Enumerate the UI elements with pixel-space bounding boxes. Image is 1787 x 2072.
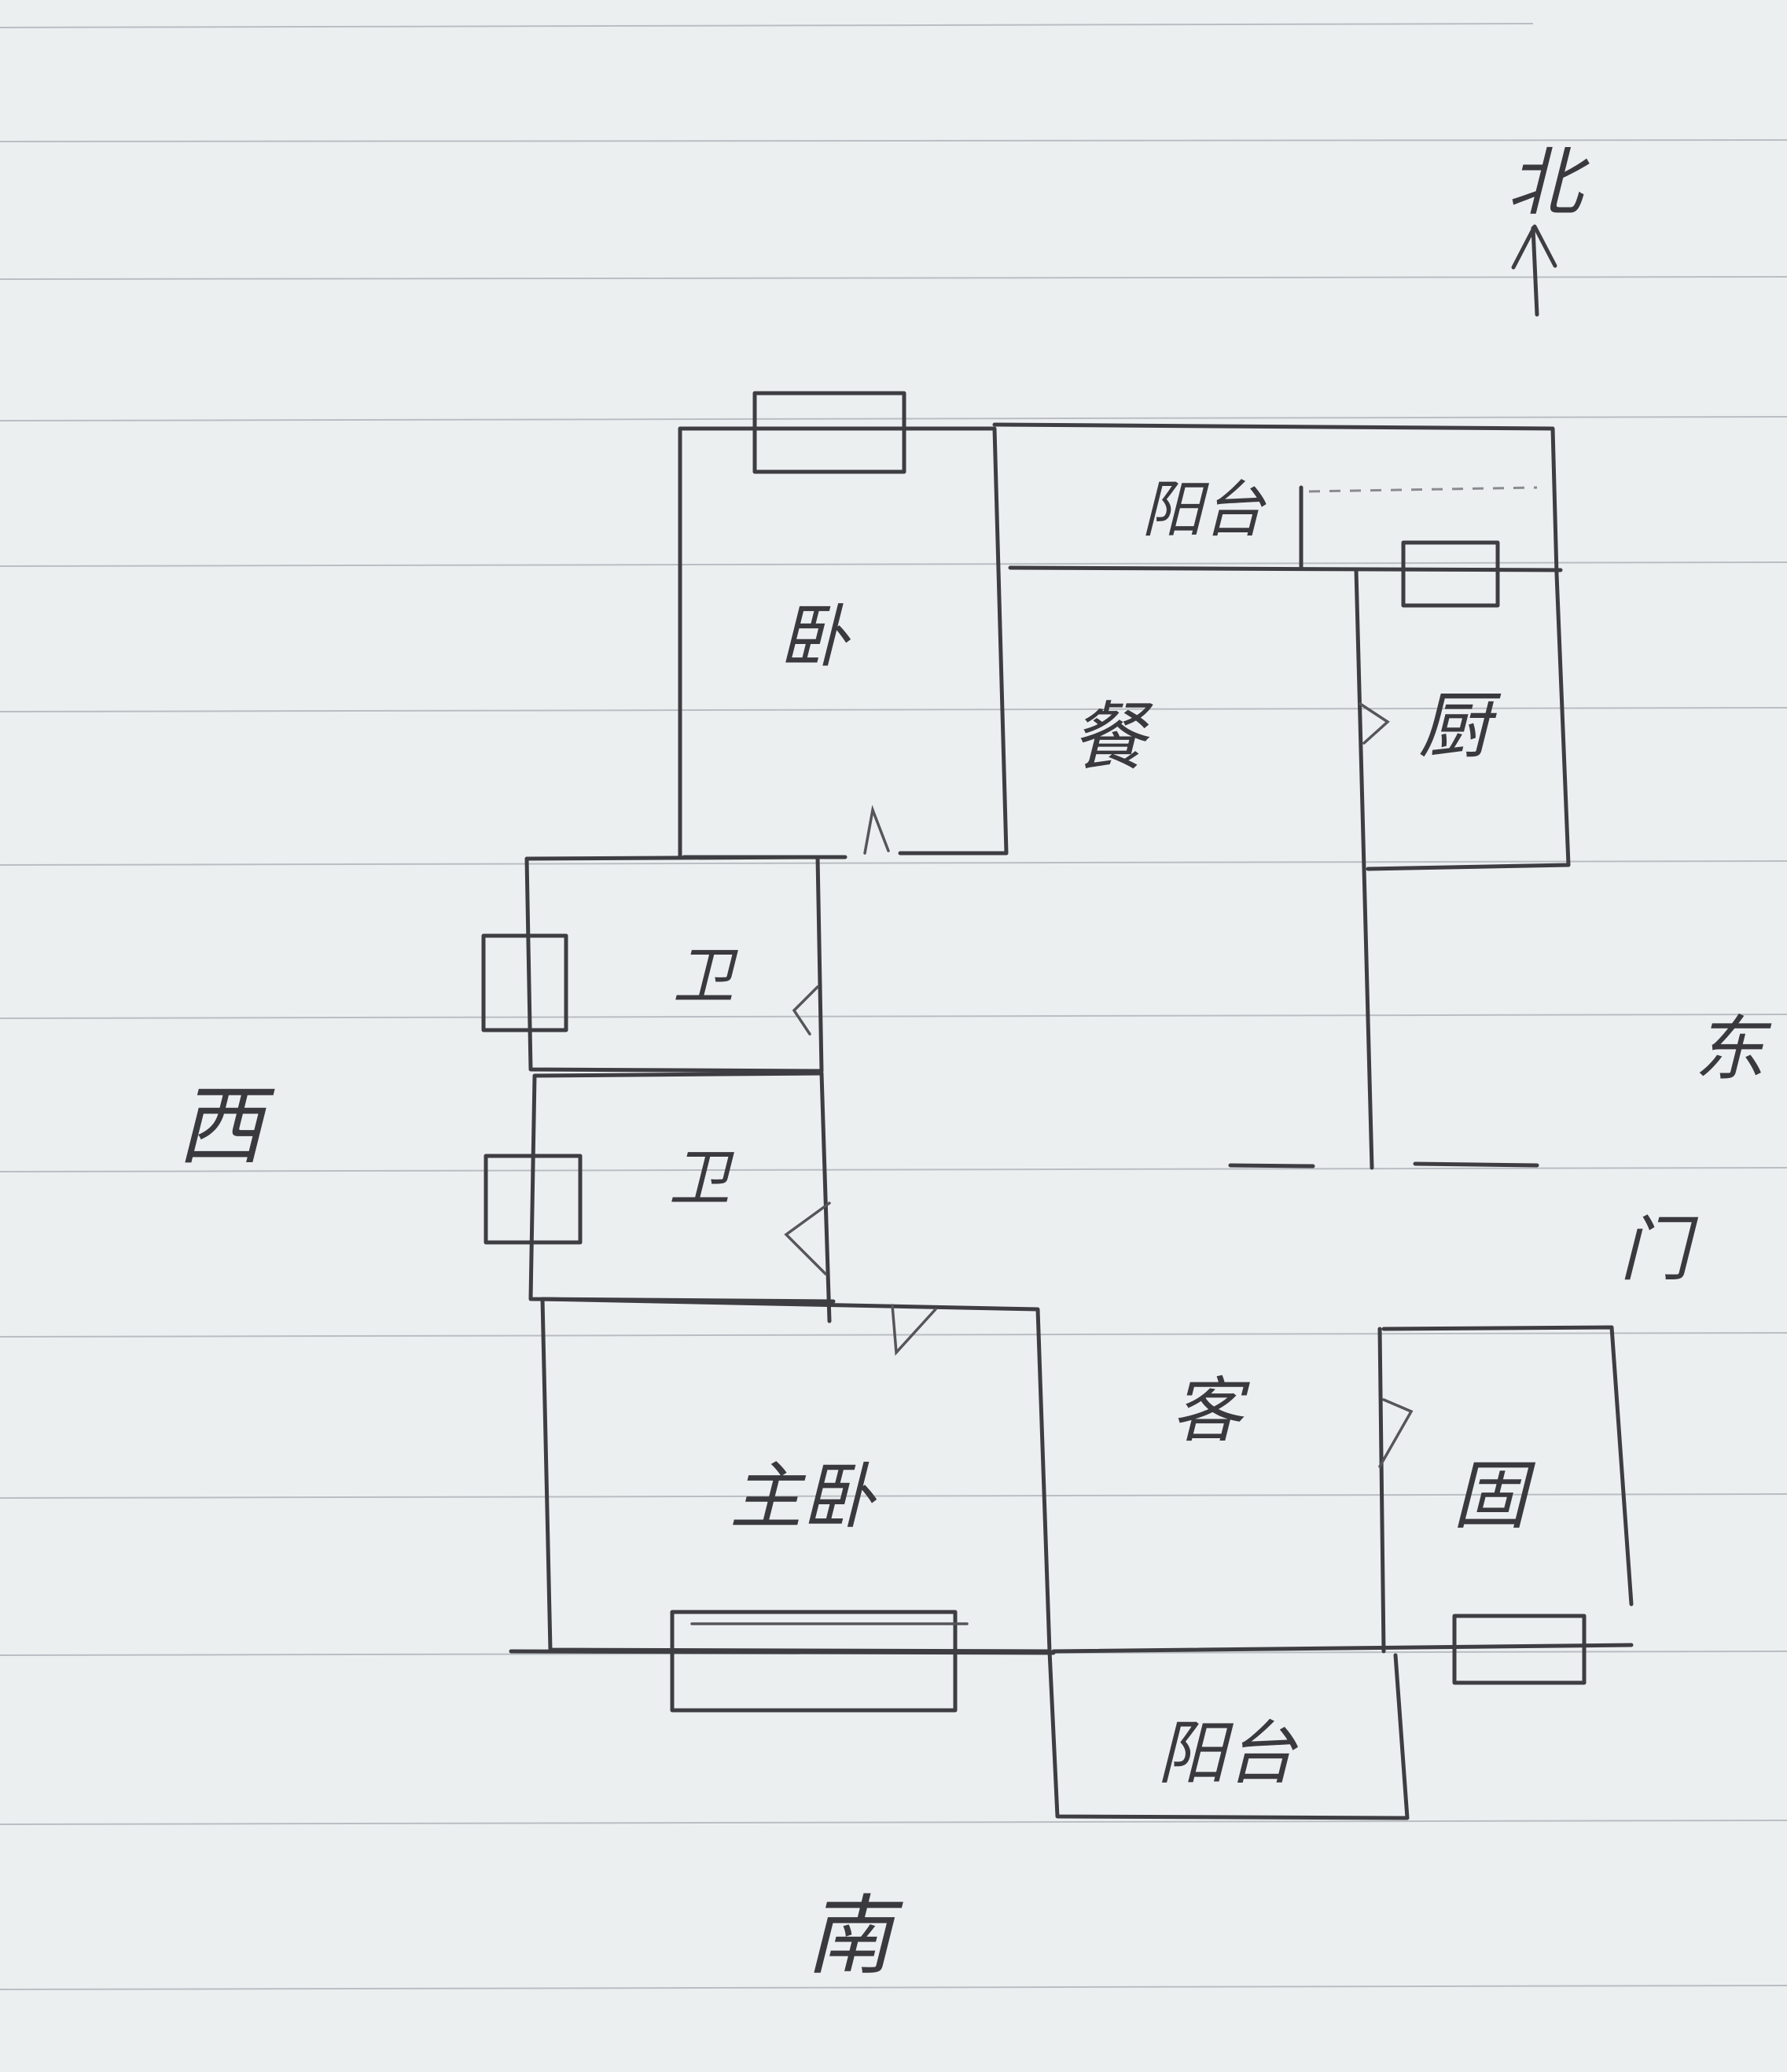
north-balcony-rail: [1308, 486, 1538, 493]
room-label-dining: 餐: [1071, 694, 1153, 781]
door-swings: [784, 702, 1414, 1468]
walls: [509, 422, 1634, 1820]
compass-south: 南: [806, 1886, 903, 1986]
room-label-living: 客: [1171, 1370, 1250, 1452]
room-label-toilet-small: 卫: [673, 941, 738, 1012]
room-label-balcony-south: 阳台: [1157, 1713, 1298, 1794]
windows: [481, 391, 1587, 1713]
room-label-bedroom: 卧: [779, 596, 851, 677]
room-label-kitchen: 厨: [1418, 684, 1502, 768]
compass-west: 西: [177, 1076, 275, 1176]
notebook-rules: [0, 23, 1787, 1990]
gate-label: 门: [1620, 1209, 1699, 1291]
compass-east: 东: [1694, 1008, 1772, 1091]
room-label-toilet: 卫: [669, 1143, 734, 1214]
north-arrow-icon: [1511, 224, 1557, 317]
room-label-balcony-north: 阳台: [1142, 475, 1267, 546]
room-label-study: 固: [1452, 1453, 1535, 1540]
room-labels: 卧 餐 阳台 厨 卫 卫 主卧 客 固 阳台 门: [669, 475, 1699, 1794]
compass-labels: 北 南 东 西: [177, 140, 1772, 1986]
room-label-master-bedroom: 主卧: [730, 1455, 877, 1539]
compass-north: 北: [1507, 140, 1590, 226]
